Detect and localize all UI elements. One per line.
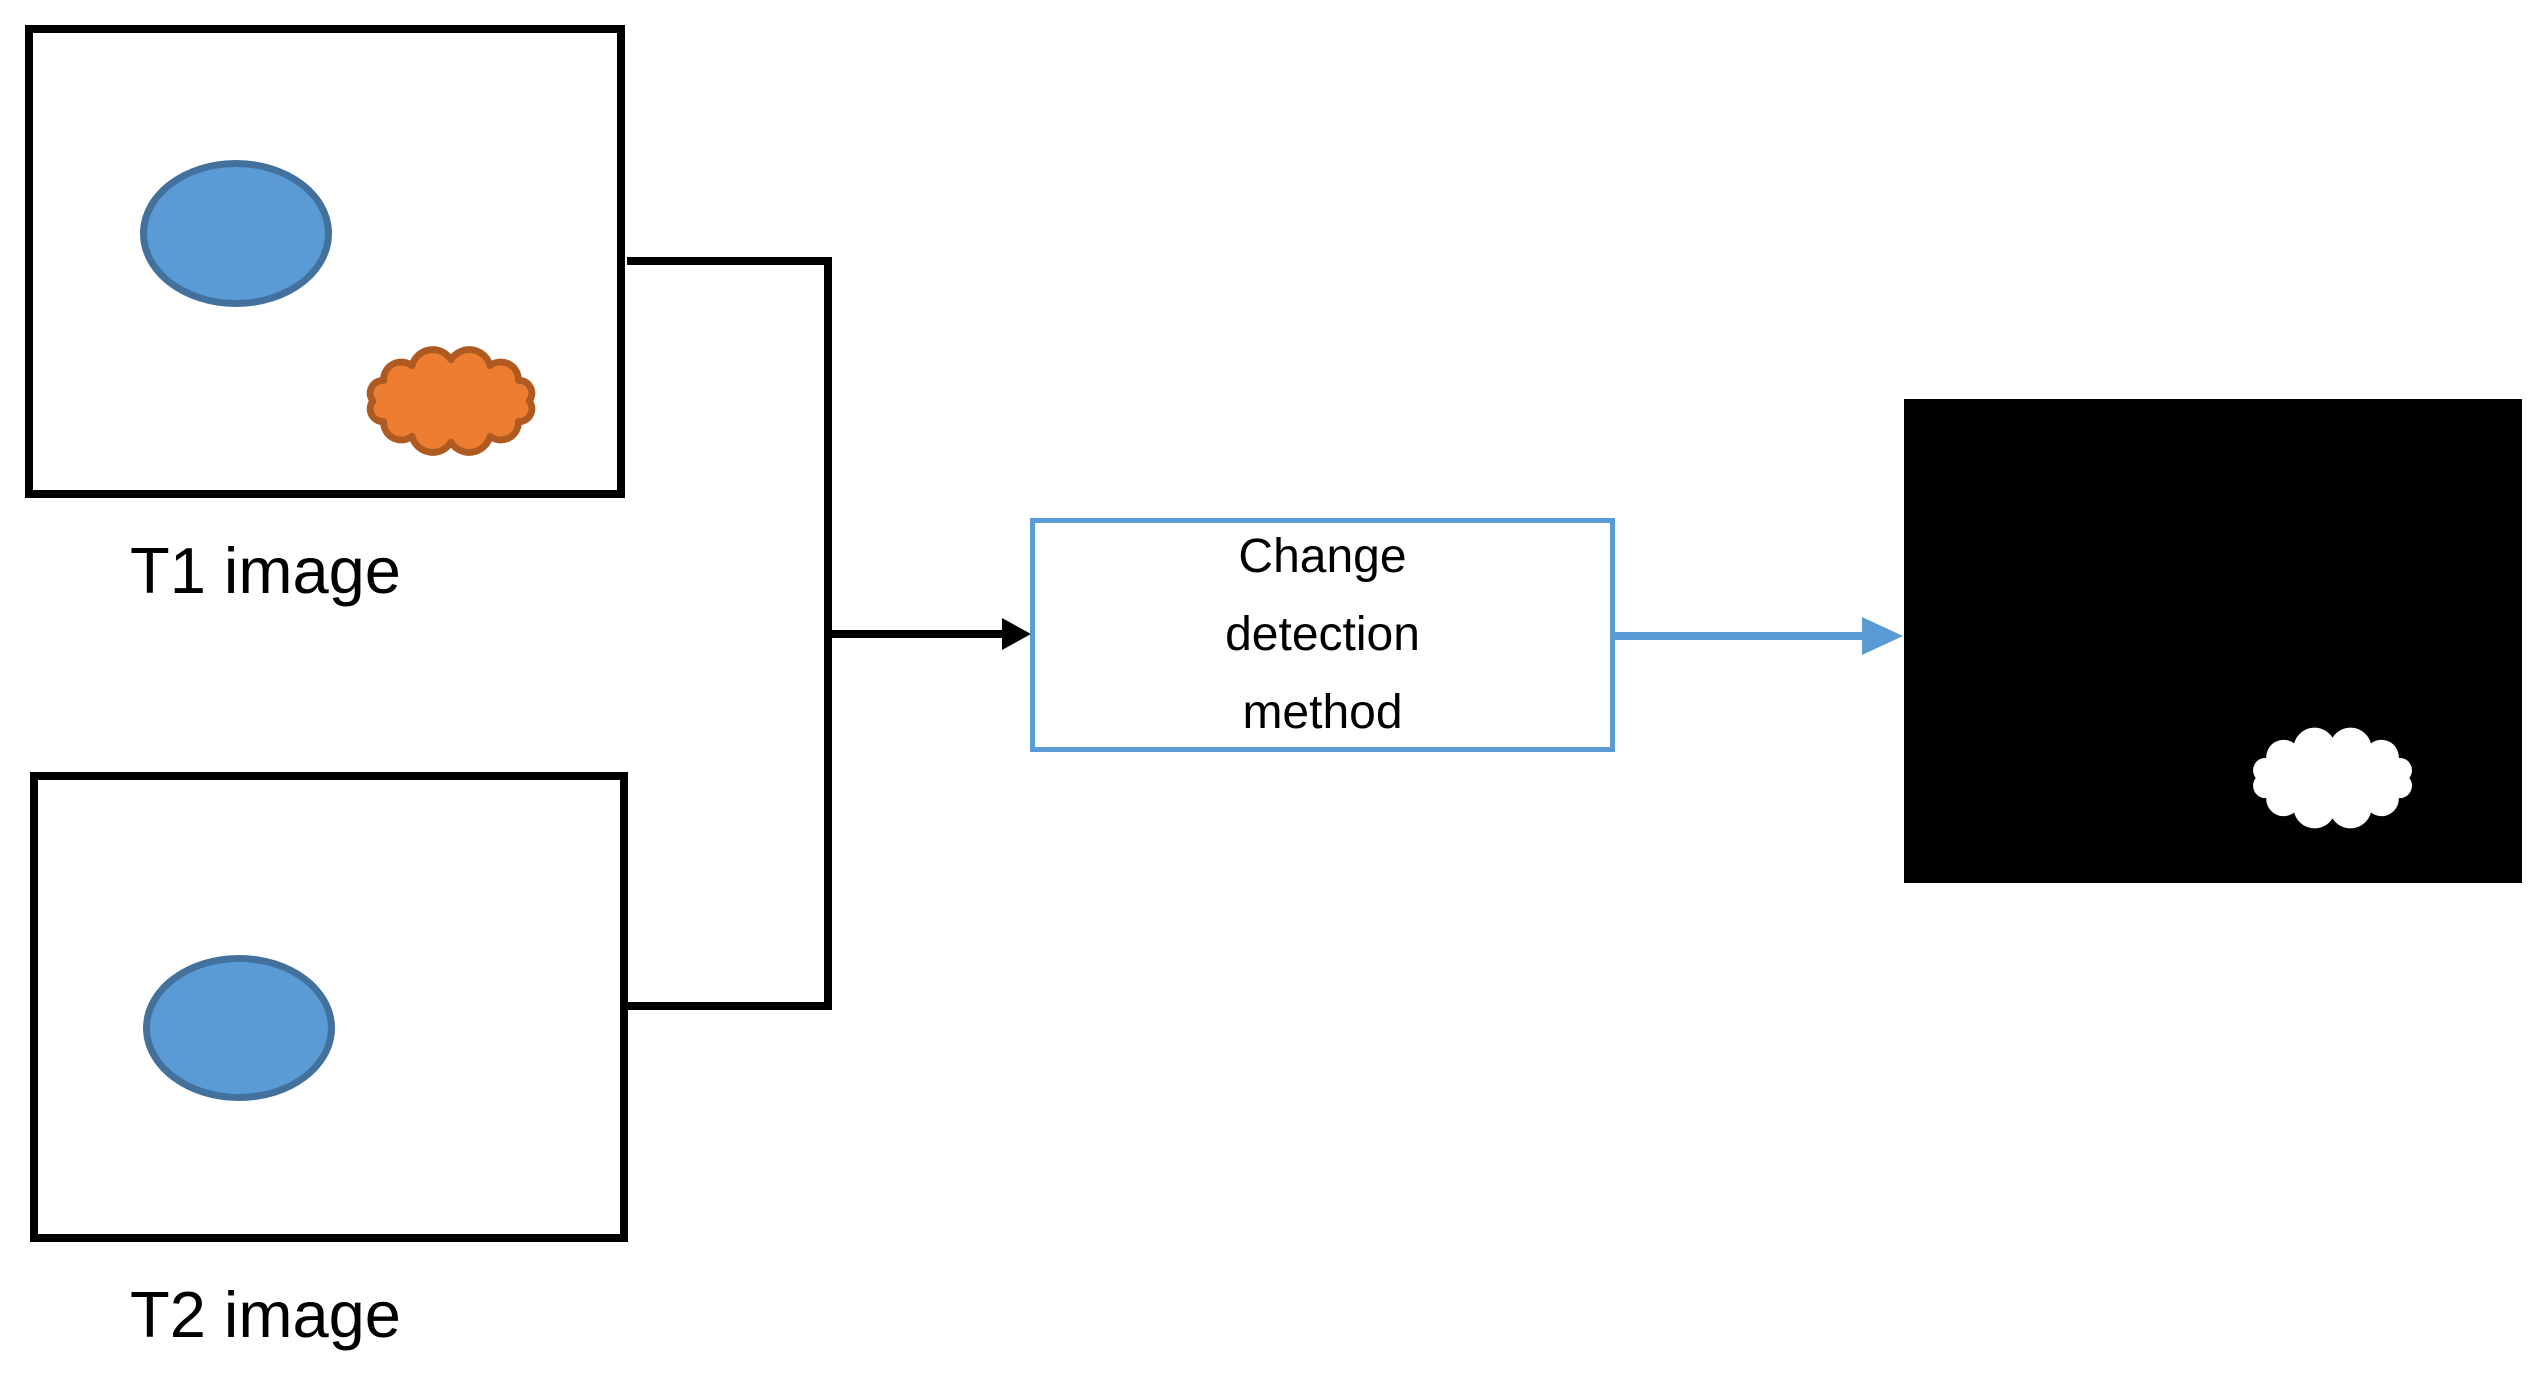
detected-change-cloud-shape xyxy=(2253,727,2412,829)
t2-image-box xyxy=(30,772,628,1242)
input-arrowhead-icon xyxy=(1002,618,1031,650)
change-detection-method-label: Change detection method xyxy=(1225,530,1420,739)
t1-image-box xyxy=(25,25,625,498)
t1-orange-cloud-shape xyxy=(366,346,536,456)
t2-image-label: T2 image xyxy=(130,1278,401,1351)
t1-image-label: T1 image xyxy=(130,534,401,607)
merge-bracket-connector xyxy=(627,257,832,1010)
change-detection-method-box: Change detection method xyxy=(1030,518,1615,752)
t2-blue-ellipse-shape xyxy=(143,955,335,1101)
output-change-mask xyxy=(1904,399,2522,883)
t1-blue-ellipse-shape xyxy=(140,160,332,307)
output-arrowhead-icon xyxy=(1862,617,1903,655)
